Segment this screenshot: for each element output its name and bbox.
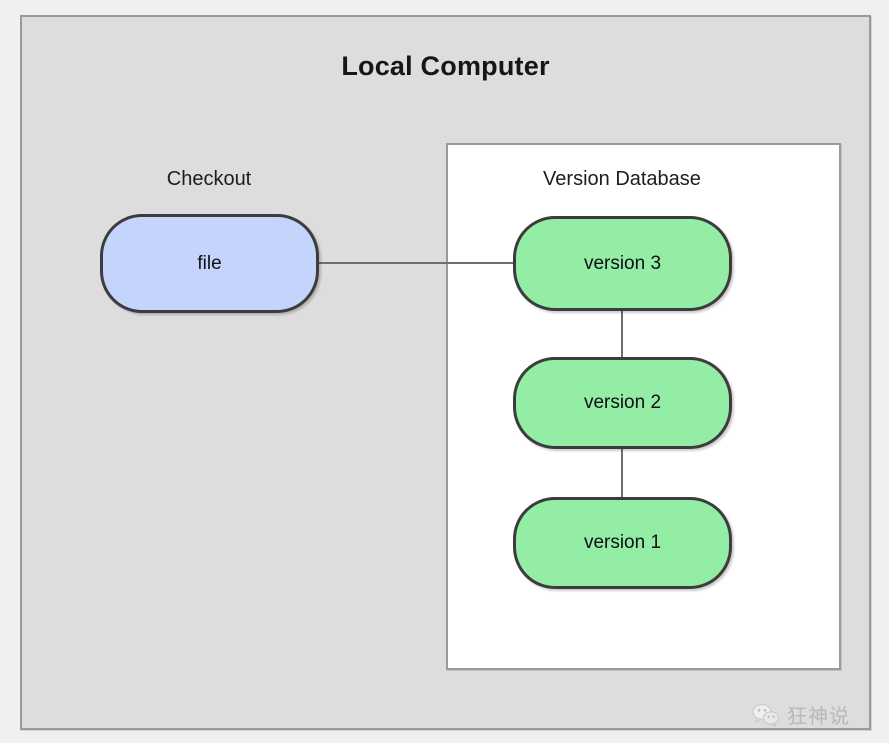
wechat-icon [752, 703, 780, 727]
node-file[interactable]: file [100, 214, 319, 313]
page-title: Local Computer [341, 51, 550, 81]
watermark: 狂神说 [752, 700, 850, 729]
checkout-group-label: Checkout [166, 168, 252, 190]
edge-file-to-version3 [314, 262, 518, 264]
edge-version3-to-version2 [621, 306, 623, 362]
edge-version2-to-version1 [621, 444, 623, 501]
version-database-group-label: Version Database [543, 168, 701, 190]
local-computer-container: Local Computer [20, 15, 871, 730]
node-version-3[interactable]: version 3 [513, 216, 732, 311]
node-version-2[interactable]: version 2 [513, 357, 732, 449]
node-version-1[interactable]: version 1 [513, 497, 732, 589]
watermark-text: 狂神说 [787, 704, 850, 728]
